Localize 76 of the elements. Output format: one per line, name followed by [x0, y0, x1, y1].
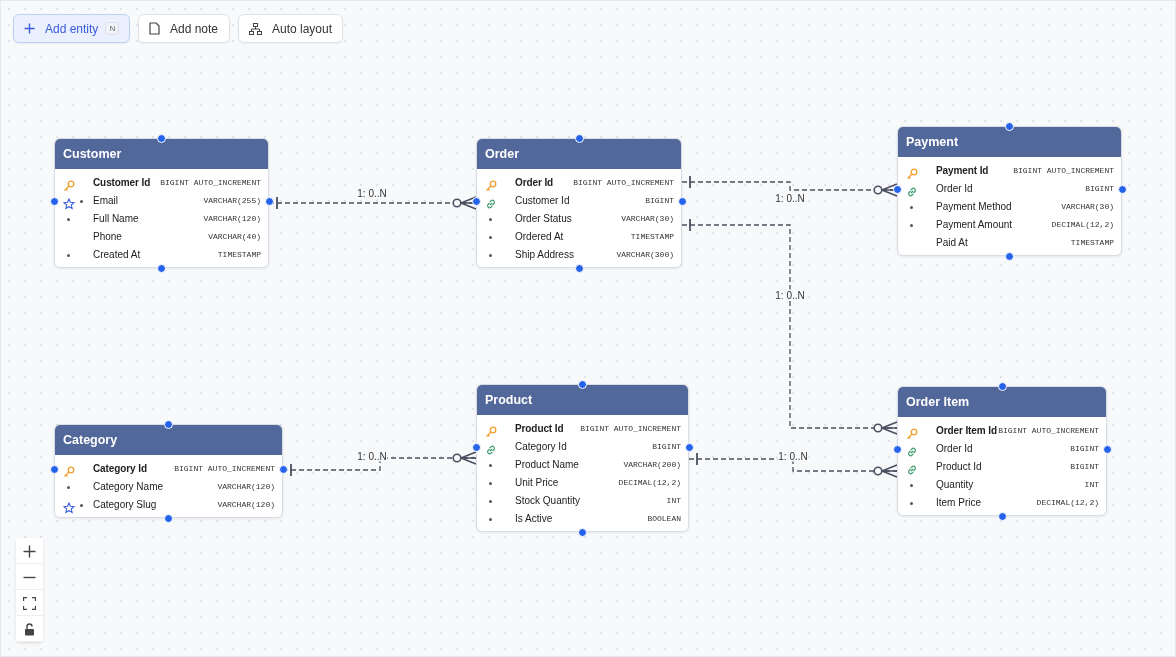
column-name: Item Price — [936, 497, 981, 508]
column-type: BIGINT AUTO_INCREMENT — [1013, 166, 1114, 175]
column-name: Order Id — [515, 177, 554, 188]
column-type: BIGINT AUTO_INCREMENT — [573, 178, 674, 187]
column-type: VARCHAR(40) — [208, 232, 261, 241]
column-name: Email — [93, 195, 118, 206]
column-name: Full Name — [93, 213, 139, 224]
column-type: INT — [666, 496, 681, 505]
column-name: Unit Price — [515, 477, 559, 488]
column-name: Stock Quantity — [515, 495, 581, 506]
column-name: Payment Amount — [936, 219, 1013, 230]
column-name: Product Name — [515, 459, 579, 470]
edge-label: 1: 0..N — [356, 450, 388, 462]
relationship-line — [681, 175, 898, 197]
column-type: DECIMAL(12,2) — [1036, 498, 1099, 507]
shortcut-key: N — [105, 22, 120, 35]
column-type: BIGINT AUTO_INCREMENT — [160, 178, 261, 187]
column-name: Category Id — [515, 441, 567, 452]
entity-title: Order — [477, 139, 681, 169]
entity-title: Customer — [55, 139, 268, 169]
column-name: Order Item Id — [936, 425, 997, 436]
entity-title: Category — [55, 425, 282, 455]
edge-label: 1: 0..N — [774, 192, 806, 204]
column-type: VARCHAR(300) — [616, 250, 674, 259]
column-type: TIMESTAMP — [630, 232, 674, 241]
column-name: Product Id — [515, 423, 564, 434]
column-name: Is Active — [515, 513, 553, 524]
column-type: VARCHAR(200) — [623, 460, 681, 469]
column-type: DECIMAL(12,2) — [618, 478, 681, 487]
column-type: BIGINT AUTO_INCREMENT — [998, 426, 1099, 435]
column-name: Payment Method — [936, 201, 1012, 212]
column-name: Order Id — [936, 183, 973, 194]
column-name: Category Slug — [93, 499, 157, 510]
column-type: BIGINT AUTO_INCREMENT — [174, 464, 275, 473]
column-type: BIGINT — [1070, 462, 1099, 471]
column-type: VARCHAR(120) — [217, 500, 275, 509]
column-name: Ship Address — [515, 249, 574, 260]
column-type: VARCHAR(120) — [217, 482, 275, 491]
column-name: Ordered At — [515, 231, 564, 242]
column-type: BIGINT — [1085, 184, 1114, 193]
column-type: VARCHAR(30) — [1061, 202, 1114, 211]
column-type: VARCHAR(120) — [203, 214, 261, 223]
column-name: Paid At — [936, 237, 968, 248]
auto-layout-button: Auto layout — [238, 14, 343, 43]
column-name: Category Id — [93, 463, 147, 474]
relationship-line — [681, 218, 898, 435]
column-name: Product Id — [936, 461, 982, 472]
column-type: BOOLEAN — [647, 514, 681, 523]
entity-title: Order Item — [898, 387, 1106, 417]
edge-label: 1: 0..N — [777, 450, 809, 462]
column-type: DECIMAL(12,2) — [1051, 220, 1114, 229]
add-note-button: Add note — [138, 14, 230, 43]
column-type: BIGINT AUTO_INCREMENT — [580, 424, 681, 433]
column-name: Phone — [93, 231, 122, 242]
column-type: VARCHAR(30) — [621, 214, 674, 223]
column-name: Category Name — [93, 481, 164, 492]
add-entity-button: Add entity N — [13, 14, 130, 43]
column-type: TIMESTAMP — [1070, 238, 1114, 247]
column-type: BIGINT — [652, 442, 681, 451]
column-type: INT — [1084, 480, 1099, 489]
column-type: BIGINT — [1070, 444, 1099, 453]
column-name: Customer Id — [515, 195, 570, 206]
column-name: Payment Id — [936, 165, 989, 176]
column-type: TIMESTAMP — [217, 250, 261, 259]
column-name: Order Status — [515, 213, 572, 224]
entity-title: Payment — [898, 127, 1121, 157]
column-type: VARCHAR(255) — [203, 196, 261, 205]
column-name: Quantity — [936, 479, 974, 490]
column-name: Customer Id — [93, 177, 151, 188]
edge-label: 1: 0..N — [356, 187, 388, 199]
relationship-line — [688, 452, 898, 478]
column-type: BIGINT — [645, 196, 674, 205]
entity-title: Product — [477, 385, 688, 415]
column-name: Created At — [93, 249, 141, 260]
column-name: Order Id — [936, 443, 973, 454]
edge-label: 1: 0..N — [774, 289, 806, 301]
